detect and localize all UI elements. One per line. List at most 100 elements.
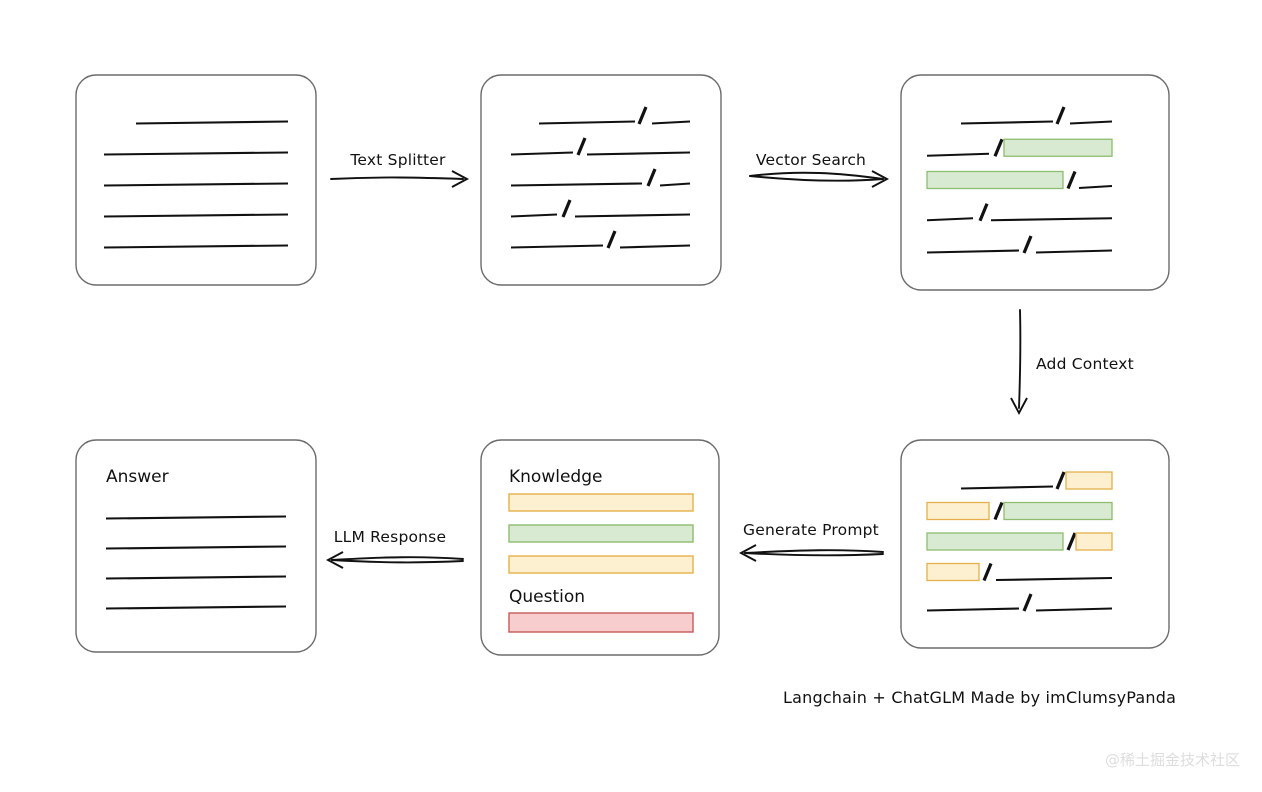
text-rule <box>510 244 604 249</box>
separator-slash-icon <box>1022 235 1033 254</box>
edge-label-add-context: Add Context <box>1036 355 1134 373</box>
raw-document-lines <box>103 120 289 249</box>
separator-slash-icon <box>978 203 989 222</box>
text-rule <box>926 249 1020 254</box>
green-highlight-chip <box>1003 501 1113 521</box>
separator-slash-icon <box>646 168 657 187</box>
context-document-lines <box>926 471 1113 612</box>
generate-prompt-arrowhead <box>738 544 757 562</box>
separator-slash-icon <box>993 138 1004 157</box>
node-answer[interactable]: Answer <box>75 439 317 653</box>
red-bar <box>508 612 694 633</box>
edge-label-vector-search: Vector Search <box>756 151 866 169</box>
question-label: Question <box>509 587 585 607</box>
generate-prompt-arrow-line-2 <box>744 552 884 557</box>
question-bars <box>508 612 694 633</box>
add-context-arrow-line <box>1018 309 1022 409</box>
node-raw-document[interactable] <box>75 74 317 286</box>
text-rule <box>510 213 558 218</box>
node-context-document[interactable] <box>900 439 1170 649</box>
raw-document-box[interactable] <box>75 74 317 286</box>
node-vector-matched-document[interactable] <box>900 74 1170 291</box>
text-rule <box>1069 120 1113 125</box>
generate-prompt-arrow-line <box>744 549 884 554</box>
text-rule <box>995 576 1113 582</box>
green-highlight-chip <box>926 532 1064 551</box>
answer-label: Answer <box>106 467 169 487</box>
edge-vector-search: Vector Search <box>749 151 890 188</box>
text-rule <box>103 151 289 156</box>
text-rule <box>105 575 287 580</box>
split-document-box[interactable] <box>480 74 722 286</box>
separator-slash-icon <box>1066 532 1077 551</box>
yellow-highlight-chip <box>1075 532 1113 551</box>
separator-slash-icon <box>1055 471 1066 490</box>
green-highlight-chip <box>926 170 1064 190</box>
separator-slash-icon <box>576 137 587 156</box>
knowledge-bars <box>508 493 694 574</box>
text-rule <box>105 515 287 520</box>
yellow-highlight-chip <box>926 501 990 521</box>
text-rule <box>926 607 1020 612</box>
text-rule <box>538 120 636 125</box>
edge-add-context: Add Context <box>1010 309 1134 416</box>
text-rule <box>510 151 574 156</box>
yellow-highlight-chip <box>1065 471 1113 490</box>
vector-search-arrow-line-2 <box>749 175 884 182</box>
text-rule <box>103 244 289 249</box>
yellow-highlight-chip <box>926 562 980 582</box>
edge-label-llm-response: LLM Response <box>334 528 446 546</box>
add-context-arrowhead <box>1010 397 1028 416</box>
llm-response-arrow-line <box>331 556 464 561</box>
text-rule <box>926 152 990 157</box>
green-bar <box>508 524 694 543</box>
text-rule <box>103 213 289 218</box>
text-rule <box>1035 249 1113 254</box>
separator-slash-icon <box>606 230 617 249</box>
text-rule <box>960 485 1054 490</box>
separator-slash-icon <box>993 501 1004 521</box>
text-splitter-arrow-line <box>330 176 464 180</box>
text-rule <box>105 545 287 550</box>
text-rule <box>960 120 1054 125</box>
green-highlight-chip <box>1003 138 1113 157</box>
text-rule <box>1035 607 1113 612</box>
separator-slash-icon <box>1066 170 1077 190</box>
text-rule <box>1078 184 1113 190</box>
text-rule <box>510 182 643 187</box>
site-watermark: @稀土掘金技术社区 <box>1104 751 1240 769</box>
yellow-bar <box>508 493 694 512</box>
text-rule <box>651 120 691 125</box>
vector-search-arrow-line <box>749 171 884 180</box>
edge-text-splitter: Text Splitter <box>330 151 470 188</box>
separator-slash-icon <box>1022 593 1033 612</box>
answer-box[interactable] <box>75 439 317 653</box>
text-rule <box>619 244 691 249</box>
text-rule <box>103 182 289 187</box>
text-rule <box>105 605 287 610</box>
knowledge-label: Knowledge <box>509 467 602 487</box>
text-rule <box>135 120 289 125</box>
edge-label-generate-prompt: Generate Prompt <box>743 521 879 539</box>
llm-response-arrow-line-2 <box>331 559 464 564</box>
separator-slash-icon <box>561 199 572 218</box>
separator-slash-icon <box>1055 106 1066 125</box>
yellow-bar <box>508 555 694 574</box>
text-rule <box>659 182 691 187</box>
llm-response-arrowhead <box>325 551 344 569</box>
node-prompt[interactable]: Knowledge Question <box>480 439 720 656</box>
separator-slash-icon <box>982 562 993 582</box>
footer-credit: Langchain + ChatGLM Made by imClumsyPand… <box>783 688 1176 707</box>
edge-label-text-splitter: Text Splitter <box>349 151 446 169</box>
text-splitter-arrowhead <box>451 170 470 188</box>
text-rule <box>586 151 691 156</box>
node-split-document[interactable] <box>480 74 722 286</box>
text-rule <box>574 213 691 218</box>
edge-generate-prompt: Generate Prompt <box>738 521 884 562</box>
separator-slash-icon <box>637 106 648 125</box>
text-rule <box>926 217 974 222</box>
vector-matched-lines <box>926 106 1113 254</box>
answer-lines <box>105 515 287 610</box>
